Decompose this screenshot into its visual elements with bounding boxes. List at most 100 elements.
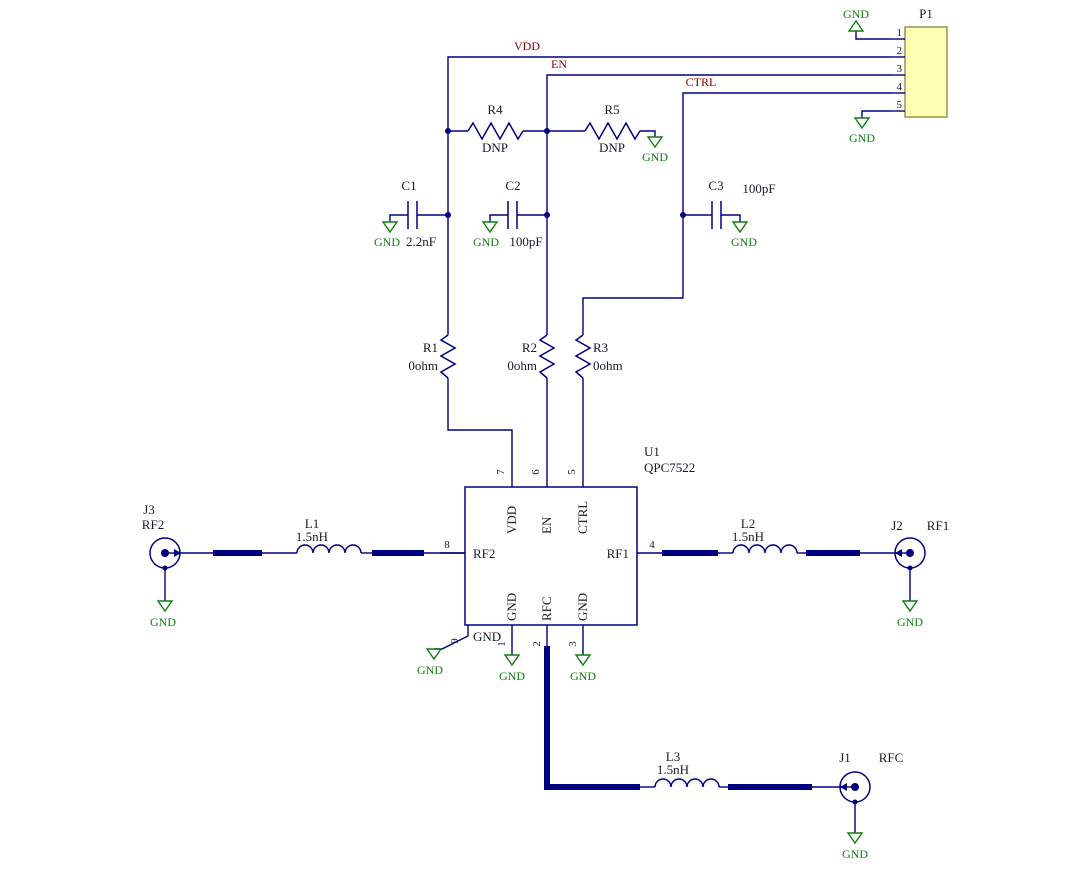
l3-ref: L3 xyxy=(666,749,680,764)
u1-pin9-wire xyxy=(434,625,469,650)
u1-pin3-gnd: GND xyxy=(570,625,596,683)
l1-ref: L1 xyxy=(305,516,319,531)
r5-wire-right xyxy=(640,130,656,137)
u1-pin8-name: RF2 xyxy=(473,546,495,561)
inductor-symbol xyxy=(296,544,362,554)
u1-pin9-name: GND xyxy=(473,629,501,644)
r4-ref: R4 xyxy=(487,102,503,117)
u1-pin4-number: 4 xyxy=(649,539,655,551)
net-label-vdd: VDD xyxy=(514,39,540,53)
l2-value: 1.5nH xyxy=(732,529,764,544)
p1-pin5-number: 5 xyxy=(897,99,903,111)
r5-value: DNP xyxy=(599,140,625,155)
en-net-wire xyxy=(546,74,890,131)
resistor-r4: R4 DNP xyxy=(448,102,547,155)
u1-pin4-name: RF1 xyxy=(607,546,629,561)
r5-ref: R5 xyxy=(604,102,619,117)
p1-gnd-top-label: GND xyxy=(843,7,869,21)
u1-pin2-number: 2 xyxy=(531,641,543,647)
c2-wire-gnd xyxy=(489,214,508,222)
c2-gnd-label: GND xyxy=(473,235,499,249)
c2-ref: C2 xyxy=(505,178,520,193)
j2-pin-arrow-icon xyxy=(895,549,902,557)
u1-part-number: QPC7522 xyxy=(644,460,695,475)
u1-pin3-number: 3 xyxy=(567,641,579,647)
c3-wire-gnd xyxy=(721,214,741,222)
j2-ref: J2 xyxy=(891,518,903,533)
resistor-r2: R2 0ohm xyxy=(507,334,556,379)
p1-gnd-top-wire xyxy=(855,31,890,40)
c3-value: 100pF xyxy=(742,181,775,196)
ground-symbol-icon xyxy=(481,221,499,234)
ground-symbol-icon xyxy=(156,600,174,613)
ground-symbol-icon xyxy=(846,832,864,845)
p1-pin2-number: 2 xyxy=(897,45,903,57)
ground-symbol-icon xyxy=(503,654,521,667)
connector-p1: P1 1 2 3 4 5 GND GND xyxy=(843,6,948,145)
ground-symbol-icon xyxy=(574,654,592,667)
u1-pin9-number: 9 xyxy=(449,638,461,644)
ground-symbol-icon xyxy=(853,117,871,130)
u1-pin5-name: CTRL xyxy=(575,501,590,534)
rf-path-rf1: L2 1.5nH xyxy=(662,516,896,556)
j3-pin-arrow-icon xyxy=(174,549,181,557)
j1-name: RFC xyxy=(879,750,904,765)
p1-pin4-number: 4 xyxy=(897,81,903,93)
p1-gnd-bottom: GND xyxy=(849,110,890,145)
r4-value: DNP xyxy=(482,140,508,155)
connector-j3: J3 RF2 GND xyxy=(142,502,181,629)
u1-pin7-name: VDD xyxy=(504,506,519,534)
p1-gnd-bottom-wire xyxy=(861,110,890,118)
c1-value: 2.2nF xyxy=(406,234,436,249)
r1-ref: R1 xyxy=(423,340,438,355)
vdd-net-wire xyxy=(447,56,890,131)
u1-pin8-number: 8 xyxy=(444,539,450,551)
u1-pin3-name: GND xyxy=(575,593,590,621)
r3-value: 0ohm xyxy=(593,358,623,373)
junction-dot xyxy=(445,128,451,134)
inductor-symbol xyxy=(654,778,720,788)
j1-ref: J1 xyxy=(839,750,851,765)
capacitor-c1: GND C1 2.2nF xyxy=(374,178,448,249)
r2-ref: R2 xyxy=(522,340,537,355)
ground-symbol-icon xyxy=(731,221,749,234)
p1-pin1-number: 1 xyxy=(897,27,903,39)
u1-pin5-number: 5 xyxy=(566,469,578,475)
u1-pin6-number: 6 xyxy=(530,469,542,475)
j1-gnd-label: GND xyxy=(842,847,868,861)
u1-pin2-name: RFC xyxy=(539,596,554,621)
j2-name: RF1 xyxy=(927,518,949,533)
j3-ref: J3 xyxy=(143,502,155,517)
l1-value: 1.5nH xyxy=(296,529,328,544)
ground-symbol-icon xyxy=(381,221,399,234)
ground-symbol-icon xyxy=(425,648,443,661)
resistor-r5: R5 DNP GND xyxy=(547,102,668,164)
inductor-symbol xyxy=(732,544,798,554)
ic-u1: U1 QPC7522 7 6 5 VDD EN CTRL 8 RF2 4 RF1… xyxy=(417,444,695,683)
c1-wire-gnd xyxy=(389,214,408,222)
l3-value: 1.5nH xyxy=(657,762,689,777)
r3-ref: R3 xyxy=(593,340,608,355)
c1-ref: C1 xyxy=(401,178,416,193)
net-labels: VDD EN CTRL xyxy=(514,39,716,89)
net-label-ctrl: CTRL xyxy=(686,75,717,89)
c3-gnd-label: GND xyxy=(731,235,757,249)
resistor-symbol xyxy=(439,334,457,379)
net-label-en: EN xyxy=(551,57,567,71)
u1-pin1-name: GND xyxy=(504,593,519,621)
rf-path-rfc: L3 1.5nH xyxy=(544,625,841,790)
r1-value: 0ohm xyxy=(408,358,438,373)
capacitor-c3: GND C3 100pF xyxy=(683,178,776,249)
u1-pin1-number: 1 xyxy=(496,641,508,647)
connector-j1: J1 RFC GND xyxy=(839,750,903,861)
resistor-symbol xyxy=(574,334,592,379)
p1-pin3-number: 3 xyxy=(897,63,903,75)
u1-pin9-gnd-label: GND xyxy=(417,663,443,677)
u1-body xyxy=(464,486,638,626)
u1-pin3-gnd-label: GND xyxy=(570,669,596,683)
trace-thick xyxy=(544,646,640,790)
r5-gnd-label: GND xyxy=(642,150,668,164)
vdd-rail-to-pin7 xyxy=(447,378,513,487)
ground-symbol-icon xyxy=(646,136,664,149)
capacitor-c2: GND C2 100pF xyxy=(473,178,547,249)
